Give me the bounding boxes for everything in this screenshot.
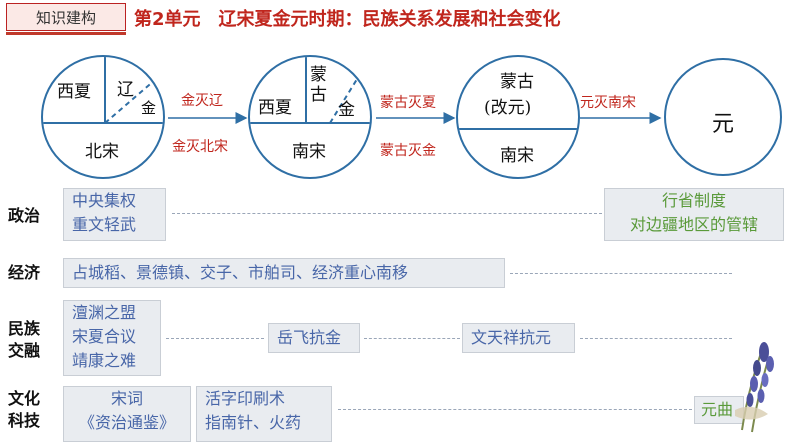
arrow-2-top-label: 蒙古灭夏 (380, 95, 436, 111)
region-xixia: 西夏 (57, 82, 91, 102)
row-label-politics: 政治 (8, 206, 41, 225)
politics-song-box: 中央集权 重文轻武 (63, 188, 166, 241)
row-label-culture: 文化 科技 (8, 389, 41, 430)
page-title: 第2单元 辽宋夏金元时期：民族关系发展和社会变化 (134, 9, 561, 30)
region-beisong: 北宋 (85, 142, 119, 162)
ethnic-dash-3 (580, 338, 732, 339)
politics-dash (172, 213, 602, 214)
ethnic-wentianxiang-box: 文天祥抗元 (462, 323, 575, 353)
politics-yuan-box: 行省制度 对边疆地区的管辖 (604, 188, 784, 241)
ethnic-song-box: 澶渊之盟 宋夏合议 靖康之难 (63, 300, 161, 376)
row-label-economy: 经济 (8, 263, 41, 282)
arrow-1-bottom-label: 金灭北宋 (172, 139, 228, 155)
map-circle-2: 西夏 蒙古 金 南宋 (248, 55, 372, 179)
region-xixia: 西夏 (258, 98, 292, 118)
culture-tech-box: 活字印刷术 指南针、火药 (196, 386, 332, 442)
region-menggu: 蒙古 (310, 65, 327, 105)
region-liao: 辽 (117, 80, 134, 100)
arrow-3-top-label: 元灭南宋 (580, 95, 636, 111)
arrow-1-top-label: 金灭辽 (181, 93, 223, 109)
row-label-ethnic: 民族 交融 (8, 319, 41, 360)
culture-yuanqu-box: 元曲 (694, 396, 744, 424)
map-circle-4: 元 (664, 58, 782, 176)
arrow-2-bottom-label: 蒙古灭金 (380, 143, 436, 159)
economy-dash (510, 273, 732, 274)
region-yuan: 元 (712, 112, 735, 137)
ethnic-yuefei-box: 岳飞抗金 (268, 323, 360, 353)
region-gaiyuan: (改元) (484, 98, 532, 118)
culture-song-box: 宋词 《资治通鉴》 (63, 386, 191, 442)
lavender-icon (735, 342, 774, 433)
economy-box: 占城稻、景德镇、交子、市舶司、经济重心南移 (63, 258, 505, 288)
region-nansong: 南宋 (500, 146, 534, 166)
ethnic-dash-2 (364, 338, 460, 339)
region-menggu: 蒙古 (500, 72, 534, 92)
ethnic-dash-1 (166, 338, 264, 339)
culture-dash (338, 409, 692, 410)
map-circle-3: 蒙古 (改元) 南宋 (456, 55, 580, 179)
section-tag: 知识建构 (6, 3, 126, 35)
region-jin: 金 (141, 99, 157, 117)
map-circle-1: 西夏 辽 金 北宋 (41, 55, 165, 179)
region-nansong: 南宋 (292, 142, 326, 162)
region-jin: 金 (338, 100, 355, 120)
